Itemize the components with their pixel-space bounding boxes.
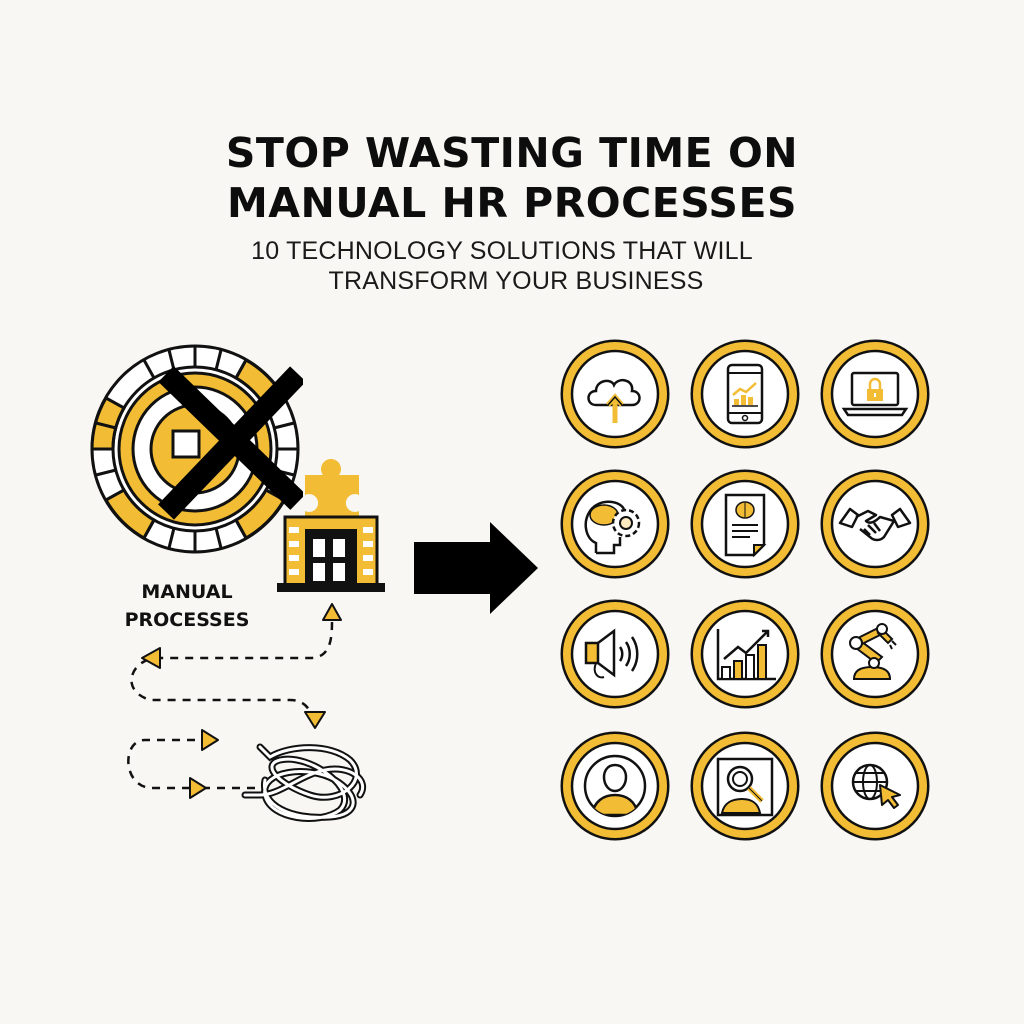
robotic-arm-icon [816, 595, 934, 713]
label-line-2: PROCESSES [124, 609, 250, 631]
solutions-grid [556, 335, 936, 845]
label-line-1: MANUAL [141, 581, 233, 603]
page-title: STOP WASTING TIME ON MANUAL HR PROCESSES [0, 128, 1024, 228]
right-arrow-icon [414, 522, 538, 614]
page-subtitle: 10 TECHNOLOGY SOLUTIONS THAT WILL TRANSF… [0, 236, 1024, 296]
mobile-analytics-icon [686, 335, 804, 453]
handshake-icon [816, 465, 934, 583]
subtitle-line-2: TRANSFORM YOUR BUSINESS [328, 267, 704, 295]
arrow-right-icon [189, 777, 207, 799]
user-profile-icon [556, 727, 674, 845]
ai-document-icon [686, 465, 804, 583]
manual-processes-label: MANUAL PROCESSES [112, 578, 262, 634]
arrow-right-icon [201, 729, 219, 751]
laptop-security-icon [816, 335, 934, 453]
megaphone-icon [556, 595, 674, 713]
title-line-2: MANUAL HR PROCESSES [227, 179, 797, 227]
building-puzzle-icon [277, 459, 385, 592]
dashed-loop-path-arrows [127, 603, 342, 799]
crossed-out-clock-dial-icon [90, 344, 303, 554]
web-globe-cursor-icon [816, 727, 934, 845]
candidate-search-icon [686, 727, 804, 845]
arrow-left-icon [141, 647, 161, 669]
subtitle-line-1: 10 TECHNOLOGY SOLUTIONS THAT WILL [251, 237, 753, 265]
title-line-1: STOP WASTING TIME ON [225, 129, 799, 177]
arrow-up-icon [322, 603, 342, 621]
cloud-upload-icon [556, 335, 674, 453]
arrow-down-icon [304, 711, 326, 729]
ai-brain-gear-icon [556, 465, 674, 583]
tangled-knot-icon [241, 743, 366, 822]
growth-chart-icon [686, 595, 804, 713]
